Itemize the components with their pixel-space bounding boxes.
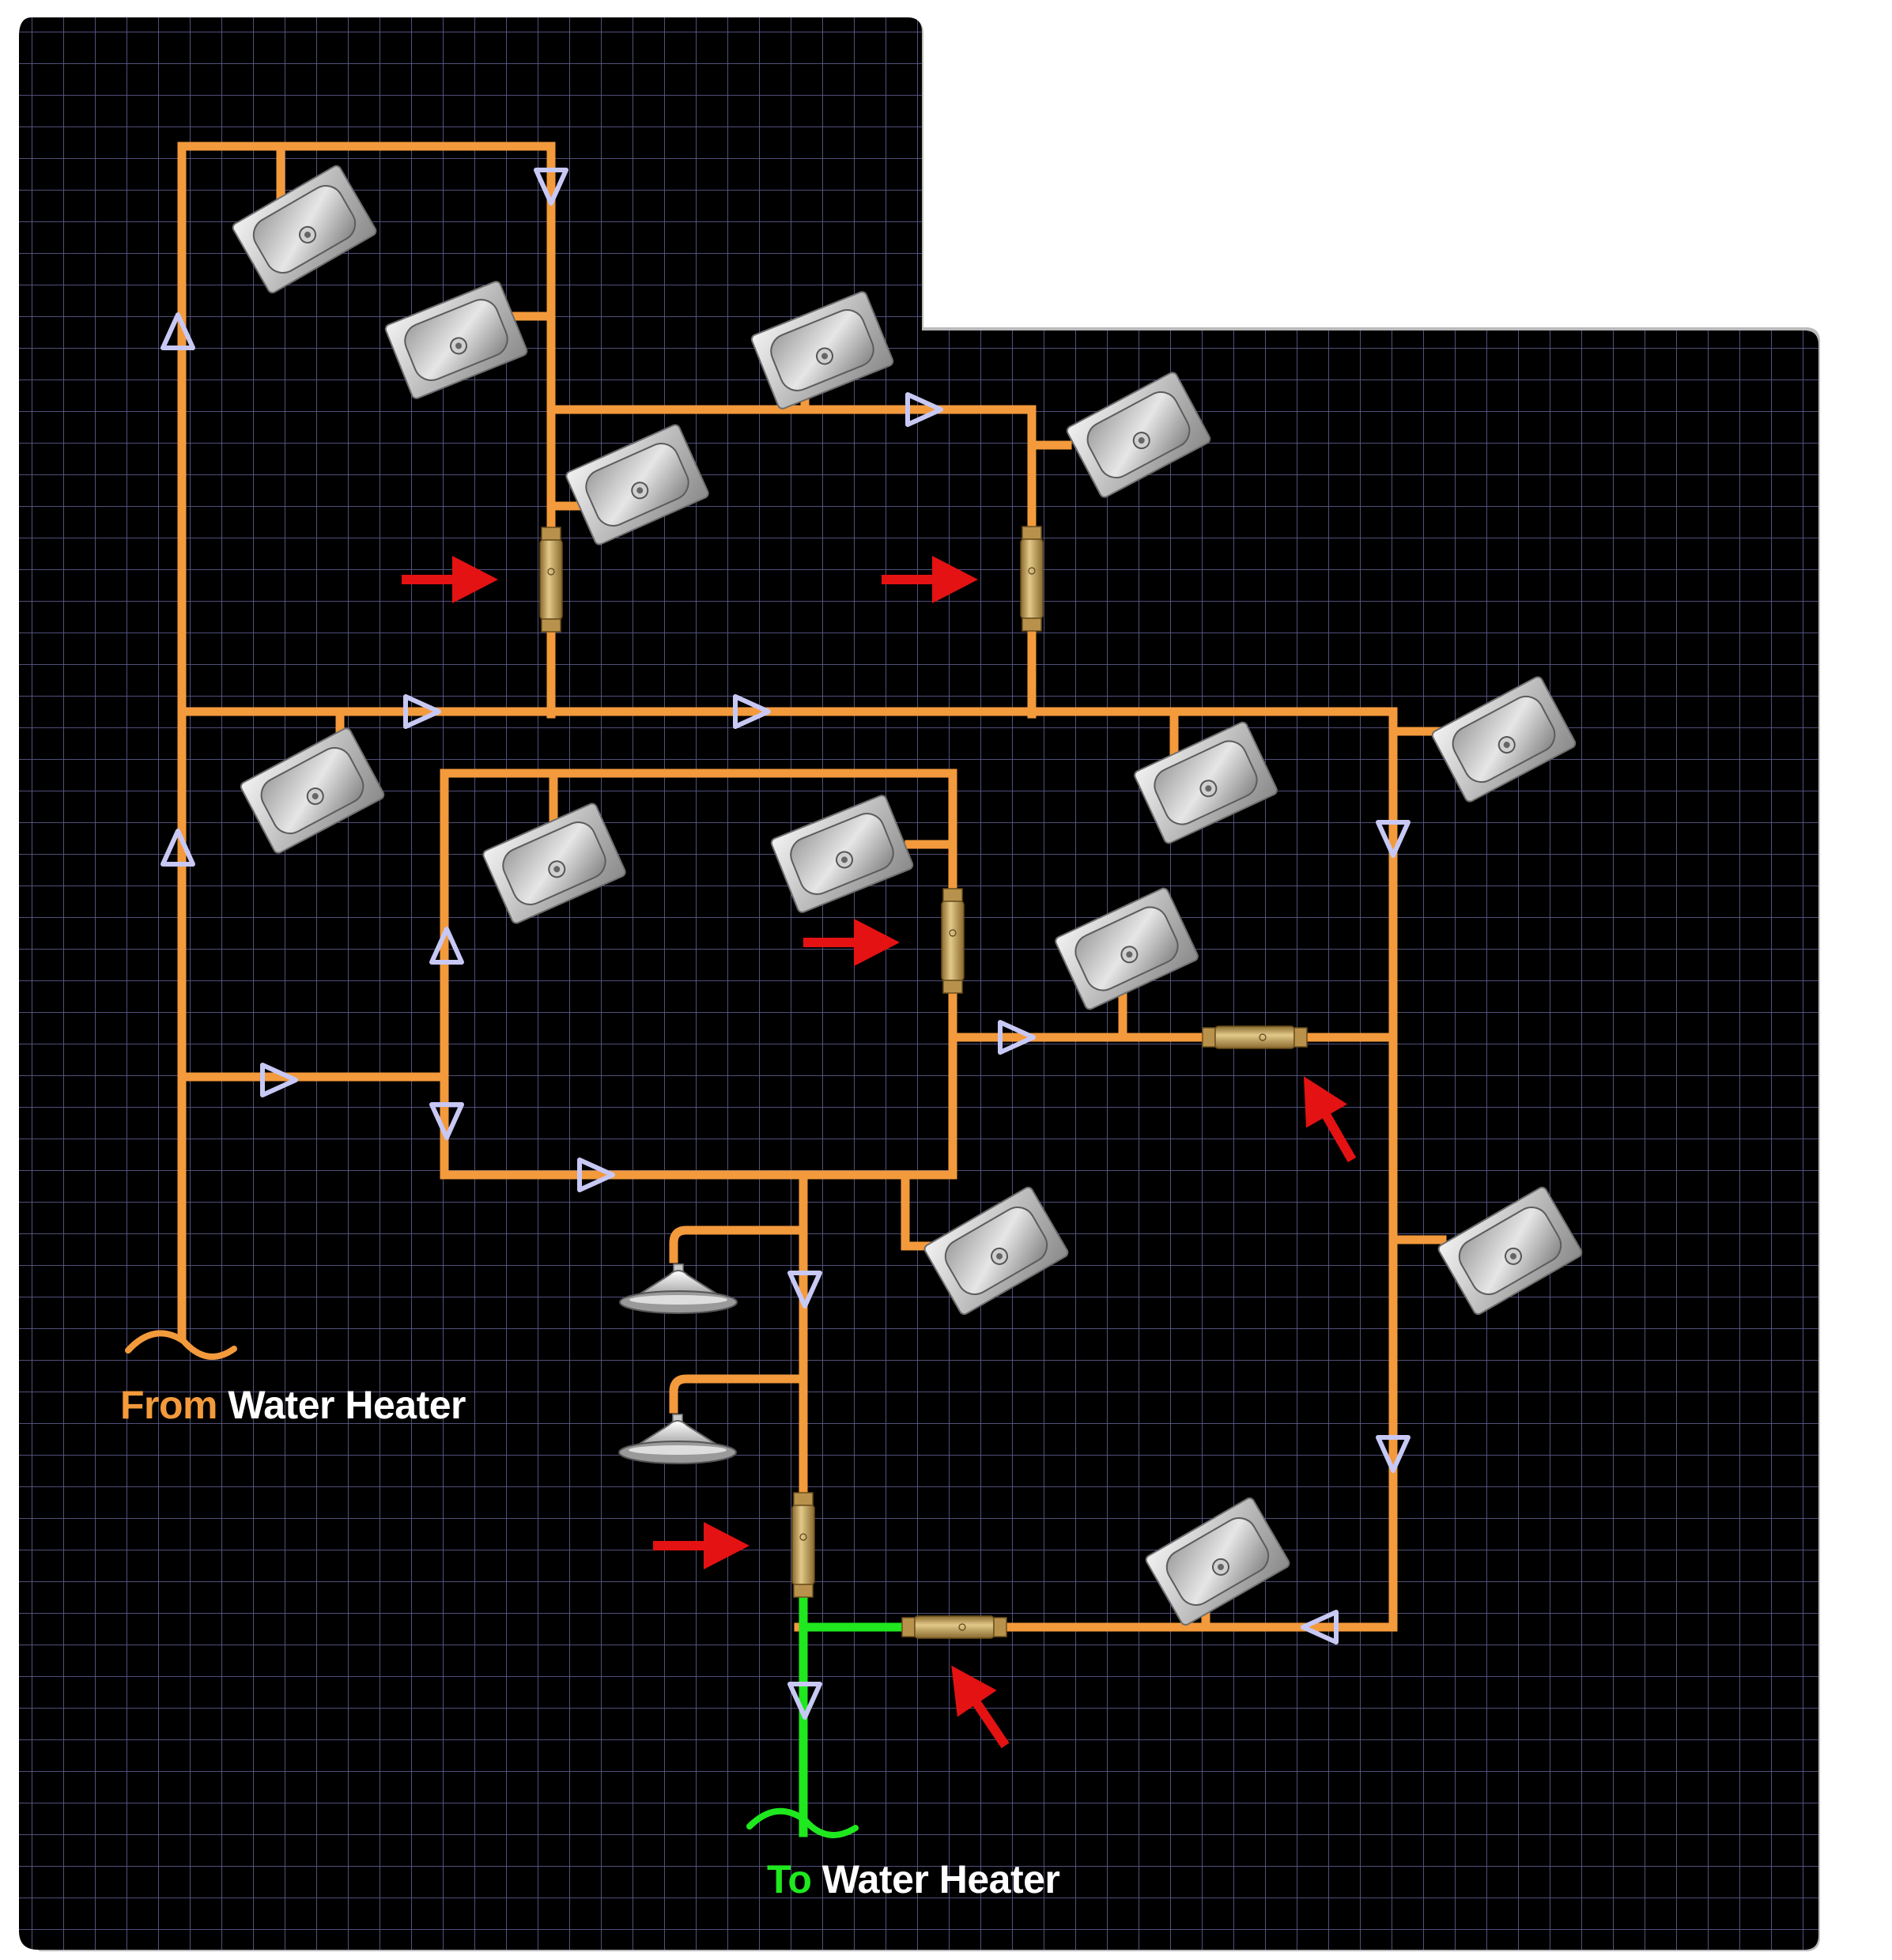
check-valve-icon bbox=[941, 888, 965, 994]
check-valve-icon bbox=[1020, 526, 1044, 632]
check-valve-icon bbox=[901, 1615, 1007, 1639]
source-squiggle-icon bbox=[125, 1330, 237, 1360]
return-label-prefix: To bbox=[767, 1857, 812, 1901]
return-label-suffix: Water Heater bbox=[821, 1857, 1060, 1901]
source-label: From Water Heater bbox=[120, 1382, 466, 1428]
return-label: To Water Heater bbox=[767, 1856, 1060, 1902]
source-label-prefix: From bbox=[120, 1383, 218, 1427]
floor-plan-panel bbox=[19, 17, 1820, 1951]
check-valve-icon bbox=[1202, 1025, 1308, 1049]
check-valve-icon bbox=[539, 527, 563, 633]
source-label-suffix: Water Heater bbox=[228, 1383, 466, 1427]
check-valve-icon bbox=[791, 1492, 815, 1598]
return-squiggle-icon bbox=[746, 1807, 859, 1838]
